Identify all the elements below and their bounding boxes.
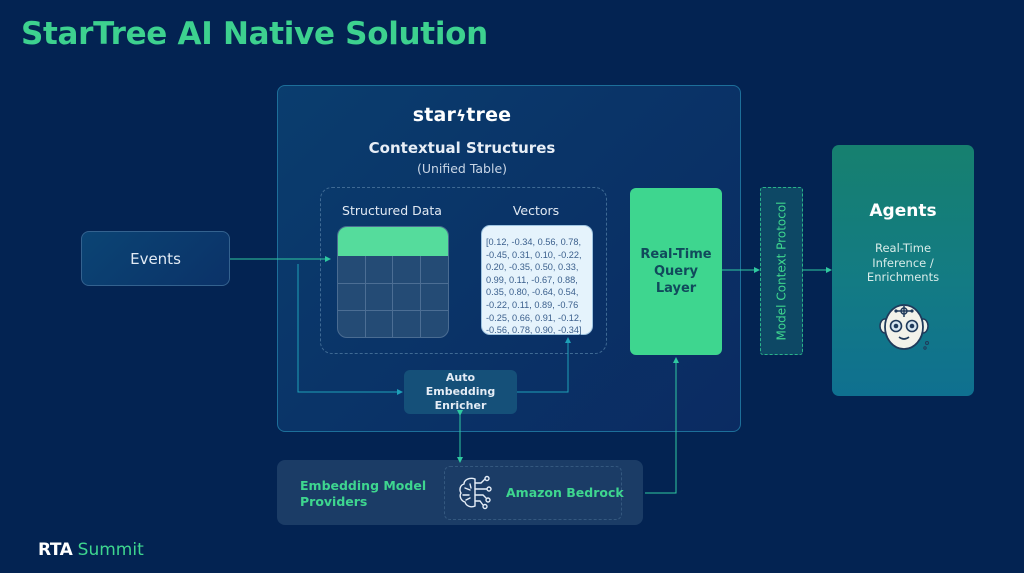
vectors-label: Vectors [512,203,560,218]
robot-head-icon [879,304,929,350]
unified-table-subtitle: (Unified Table) [416,161,508,176]
auto-embedding-enricher: Auto Embedding Enricher [404,370,517,414]
logo-text-tree: tree [466,104,512,126]
arrow-events-to-enricher [297,264,403,395]
enricher-line: Auto [445,371,476,384]
rta-summit-logo: RTA Summit [38,540,144,560]
structured-data-label: Structured Data [342,203,442,218]
agents-box [832,145,974,396]
footer-brand-bold: RTA [38,540,73,560]
events-box: Events [81,231,230,286]
vectors-box: [0.12, -0.34, 0.56, 0.78, -0.45, 0.31, 0… [481,225,593,335]
vector-line: 0.35, 0.80, -0.64, 0.54, [486,287,579,298]
vector-line: 0.99, 0.11, -0.67, 0.88, [486,274,578,285]
logo-text-star: star [412,104,457,126]
providers-label-line: Providers [300,494,368,509]
query-layer-line: Layer [655,281,697,296]
startree-logo: starϟtree [277,104,647,126]
arrow-enricher-to-vectors [517,337,571,393]
agents-subtitle: Real-Time Inference / Enrichments [832,241,974,285]
vector-line: -0.56, 0.78, 0.90, -0.34] [486,325,582,336]
footer-brand-text: Summit [77,540,144,560]
vector-line: -0.25, 0.66, 0.91, -0.12, [486,312,582,323]
providers-label-line: Embedding Model [300,478,427,493]
arrow-bedrock-query-layer [645,357,679,494]
contextual-structures-title: Contextual Structures [368,139,556,157]
agents-subtitle-line: Real-Time [874,241,932,255]
real-time-query-layer: Real-Time Query Layer [630,188,722,355]
amazon-bedrock-card [444,466,622,520]
vector-line: -0.22, 0.11, 0.89, -0.76 [486,299,579,310]
model-context-protocol: Model Context Protocol [760,187,803,355]
unified-table-group [320,187,607,354]
lightning-icon: ϟ [456,107,467,125]
table-icon [337,226,449,338]
table-header-bar [338,227,448,256]
ai-brain-circuit-icon [459,475,492,510]
vector-line: [0.12, -0.34, 0.56, 0.78, [486,237,582,247]
query-layer-line: Real-Time [640,247,712,262]
amazon-bedrock-label: Amazon Bedrock [506,485,624,500]
enricher-line: Enricher [434,399,487,412]
agents-subtitle-line: Inference / [872,255,934,270]
providers-label: Embedding Model Providers [300,478,426,510]
agents-title: Agents [869,201,937,221]
vector-line: 0.20, -0.35, 0.50, 0.33, [486,262,579,273]
table-grid [338,256,448,337]
enricher-line: Embedding [425,385,496,398]
agents-subtitle-line: Enrichments [866,270,940,284]
query-layer-line: Query [653,264,698,279]
vector-line: -0.45, 0.31, 0.10, -0.22, [486,249,582,260]
slide-title: StarTree AI Native Solution [21,16,488,52]
